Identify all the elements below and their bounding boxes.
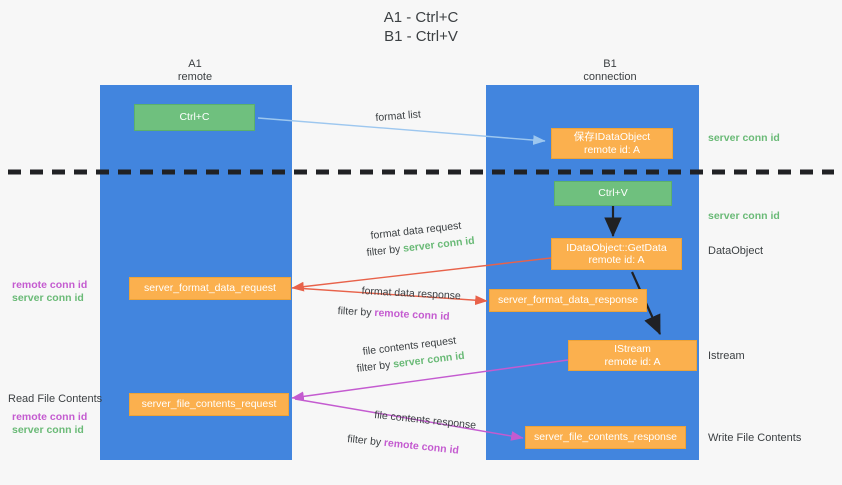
box-server-file-contents-response[interactable]: server_file_contents_response — [525, 426, 686, 449]
box-server-format-data-response[interactable]: server_format_data_response — [489, 289, 647, 312]
left-label-conn-ids-bottom: remote conn id server conn id — [12, 411, 87, 437]
lane-header-b1: B1 connection — [583, 58, 637, 83]
left-label-read-file-contents: Read File Contents — [8, 393, 103, 405]
right-label-write-file-contents: Write File Contents — [708, 432, 802, 444]
left-remote-conn-id: remote conn id — [12, 279, 88, 291]
arrow-format-data-response — [294, 287, 488, 306]
arrow-format-data-request — [291, 257, 552, 292]
box-server-file-contents-request[interactable]: server_file_contents_request — [129, 393, 289, 416]
filter-value-remote-conn-id: remote conn id — [374, 306, 450, 323]
arrow-file-contents-response — [294, 398, 524, 441]
box-ctrl-c[interactable]: Ctrl+C — [134, 104, 255, 131]
filter-prefix: filter by — [346, 433, 385, 449]
diagram-title: A1 - Ctrl+C B1 - Ctrl+V — [383, 9, 459, 45]
box-server-format-data-request[interactable]: server_format_data_request — [129, 277, 291, 300]
right-label-istream: Istream — [708, 350, 745, 362]
left-remote-conn-id: remote conn id — [12, 411, 88, 423]
left-server-conn-id: server conn id — [12, 424, 84, 436]
filter-prefix: filter by — [337, 305, 375, 319]
box-save-idataobject[interactable]: 保存IDataObject remote id: A — [551, 128, 673, 159]
right-label-server-conn-id-mid: server conn id — [708, 210, 780, 222]
right-label-server-conn-id-top: server conn id — [708, 132, 780, 144]
box-istream[interactable]: IStream remote id: A — [568, 340, 697, 371]
arrow-format-list — [257, 117, 546, 145]
left-label-conn-ids-mid: remote conn id server conn id — [12, 279, 87, 305]
box-idataobject-getdata[interactable]: IDataObject::GetData remote id: A — [551, 238, 682, 270]
left-server-conn-id: server conn id — [12, 292, 84, 304]
arrow-file-contents-request — [291, 359, 569, 402]
lane-header-a1: A1 remote — [177, 58, 213, 83]
box-ctrl-v[interactable]: Ctrl+V — [554, 181, 672, 206]
right-label-dataobject: DataObject — [708, 245, 764, 257]
